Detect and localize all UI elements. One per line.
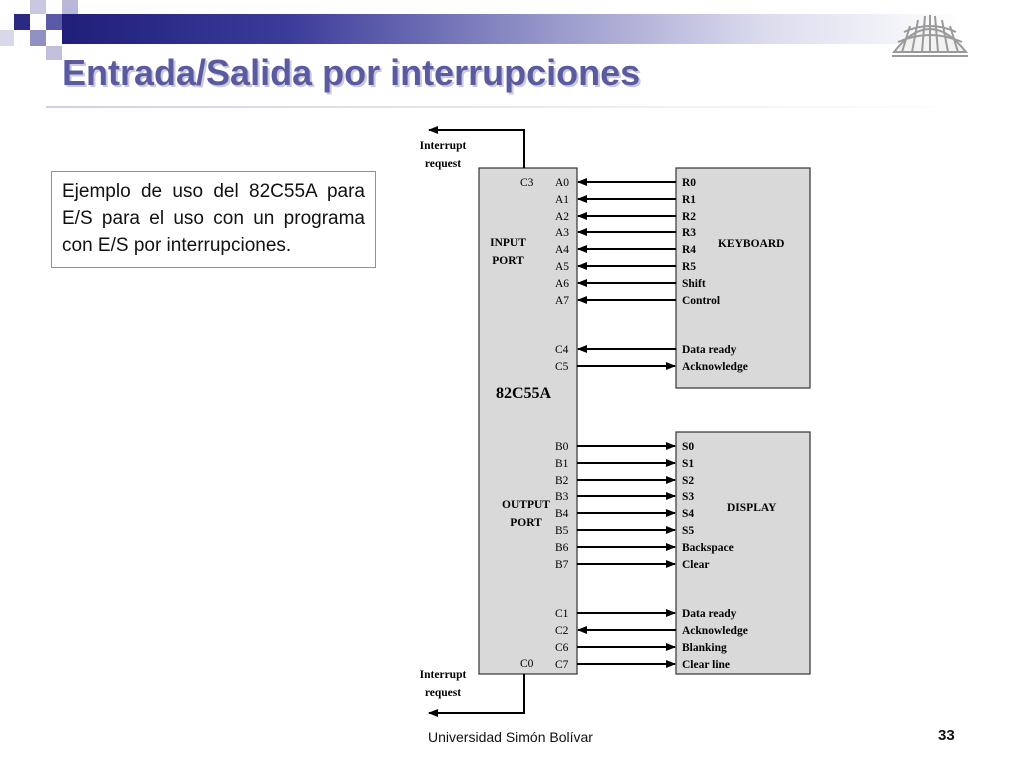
display-pin-b0: B0: [555, 441, 569, 453]
keyboard-pin-c5: C5: [555, 361, 569, 373]
display-signal-label: S3: [682, 491, 694, 503]
keyboard-signal-label: R2: [682, 211, 696, 223]
description-box: Ejemplo de uso del 82C55A para E/S para …: [51, 171, 376, 268]
decor-square: [30, 30, 46, 46]
keyboard-signal-label: R1: [682, 194, 696, 206]
university-logo-icon: [891, 15, 969, 57]
keyboard-pin-c4: C4: [555, 344, 569, 356]
interrupt-top-label-2: request: [425, 158, 461, 170]
description-text: Ejemplo de uso del 82C55A para E/S para …: [62, 181, 365, 256]
display-signal-label: S2: [682, 475, 694, 487]
decor-square: [62, 0, 78, 14]
pin-c3: C3: [520, 177, 534, 189]
ppi-82c55a-diagram: 82C55A INPUT PORT OUTPUT PORT KEYBOARD D…: [420, 126, 811, 717]
display-pin-b3: B3: [555, 491, 569, 503]
page-number: 33: [938, 727, 955, 744]
keyboard-signal-label: R4: [682, 244, 696, 256]
display-pin-c1: C1: [555, 608, 569, 620]
keyboard-block: [675, 167, 811, 389]
keyboard-pin-a7: A7: [555, 295, 569, 307]
keyboard-pin-a6: A6: [555, 278, 569, 290]
display-pin-b6: B6: [555, 542, 569, 554]
display-pin-b2: B2: [555, 475, 569, 487]
display-signal-label: S4: [682, 508, 694, 520]
display-signal-label: Acknowledge: [682, 625, 748, 637]
display-signal-label: S0: [682, 441, 694, 453]
display-pin-c7: C7: [555, 659, 569, 671]
pin-c0: C0: [520, 658, 534, 670]
decor-square: [46, 14, 62, 30]
keyboard-signal-label: R0: [682, 177, 696, 189]
keyboard-signal-label: Data ready: [682, 344, 737, 356]
keyboard-pin-a2: A2: [555, 211, 569, 223]
title-gradient-bar: [62, 14, 964, 44]
display-signal-label: S5: [682, 525, 694, 537]
display-block: [675, 431, 811, 675]
slide-title: Entrada/Salida por interrupciones: [62, 52, 641, 93]
display-pin-c2: C2: [555, 625, 569, 637]
display-signal-label: Backspace: [682, 542, 734, 554]
display-pin-b5: B5: [555, 525, 569, 537]
display-pin-c6: C6: [555, 642, 569, 654]
keyboard-pin-a3: A3: [555, 227, 569, 239]
keyboard-signal-label: R5: [682, 261, 696, 273]
decor-square: [46, 46, 62, 60]
display-signal-label: S1: [682, 458, 694, 470]
interrupt-bottom-label-2: request: [425, 687, 461, 699]
keyboard-pin-a0: A0: [555, 177, 569, 189]
display-signal-label: Blanking: [682, 642, 727, 654]
footer-institution: Universidad Simón Bolívar: [428, 729, 593, 745]
input-port-label-2: PORT: [492, 255, 524, 267]
display-signal-label: Clear: [682, 559, 709, 571]
display-signal-label: Data ready: [682, 608, 737, 620]
keyboard-signal-label: R3: [682, 227, 696, 239]
decor-square: [0, 30, 14, 46]
chip-block: [478, 167, 578, 675]
interrupt-top-line: [428, 126, 525, 168]
keyboard-signal-label: Shift: [682, 278, 706, 290]
keyboard-pin-a5: A5: [555, 261, 569, 273]
keyboard-signal-label: Control: [682, 295, 720, 307]
output-port-label-2: PORT: [510, 517, 542, 529]
keyboard-signal-label: Acknowledge: [682, 361, 748, 373]
interrupt-bottom-line: [428, 674, 525, 717]
display-name: DISPLAY: [727, 502, 777, 514]
display-pin-b7: B7: [555, 559, 569, 571]
chip-name: 82C55A: [496, 385, 552, 402]
display-pin-b4: B4: [555, 508, 569, 520]
output-port-label-1: OUTPUT: [502, 499, 550, 511]
interrupt-top-label-1: Interrupt: [420, 140, 467, 152]
keyboard-pin-a4: A4: [555, 244, 569, 256]
title-divider: [46, 106, 970, 108]
display-signal-label: Clear line: [682, 659, 730, 671]
keyboard-name: KEYBOARD: [718, 238, 784, 250]
display-pin-b1: B1: [555, 458, 569, 470]
decor-square: [14, 14, 30, 30]
keyboard-pin-a1: A1: [555, 194, 569, 206]
interrupt-bottom-label-1: Interrupt: [420, 669, 467, 681]
decor-square: [30, 0, 46, 14]
input-port-label-1: INPUT: [490, 237, 526, 249]
